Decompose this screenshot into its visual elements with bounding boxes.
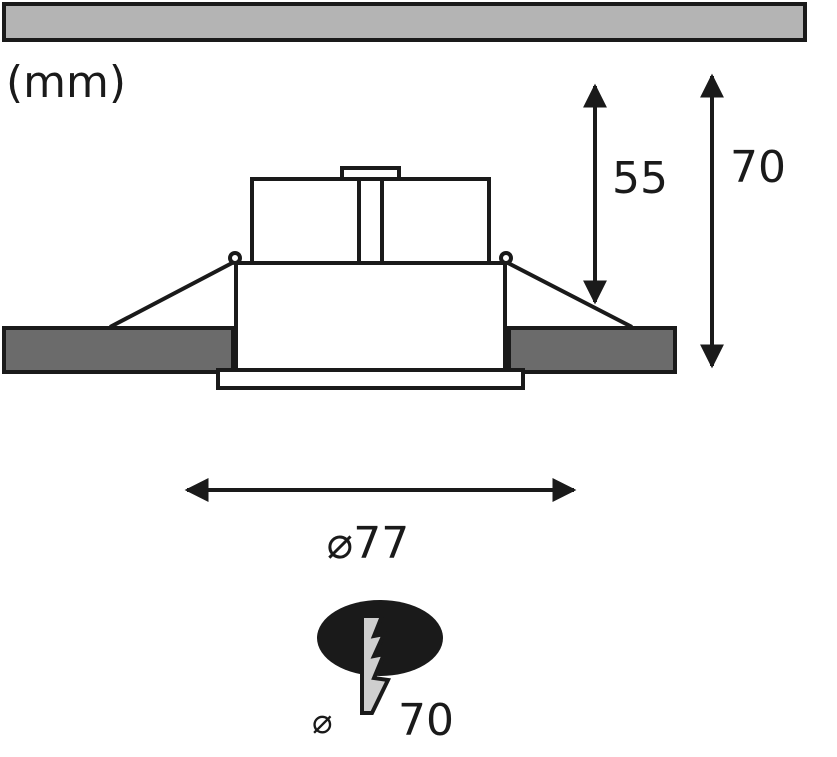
diameter-label: ⌀77 (327, 518, 409, 569)
cutout-diameter-symbol: ⌀ (312, 702, 332, 742)
height-55-label: 55 (612, 153, 668, 204)
ceiling-section-left (2, 326, 235, 374)
unit-label: (mm) (6, 57, 126, 108)
ceiling-top-bar (2, 2, 807, 42)
cutout-diameter-value: 70 (398, 695, 454, 746)
ceiling-section-right (507, 326, 677, 374)
drill-bit-icon (360, 614, 391, 715)
spring-right (505, 260, 633, 329)
height-70-label: 70 (730, 142, 786, 193)
spring-left (109, 260, 235, 329)
lamp-outline (216, 166, 525, 390)
